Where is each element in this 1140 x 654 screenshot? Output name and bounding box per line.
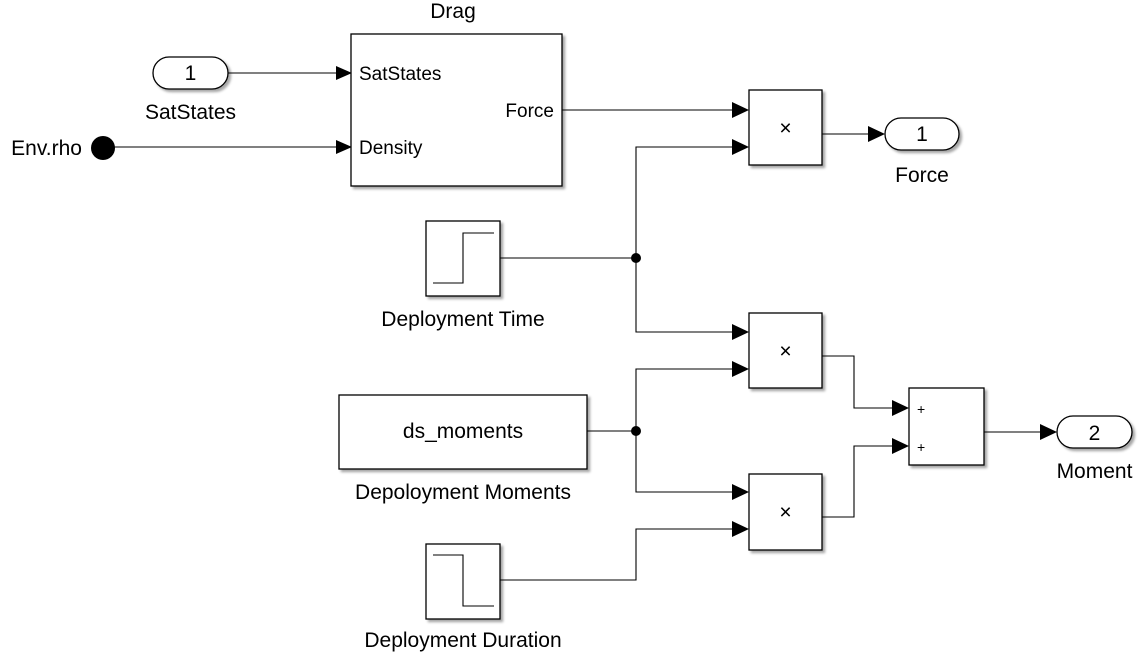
step-time-label: Deployment Time: [381, 308, 544, 331]
arrow-icon: [732, 361, 749, 377]
drag-subsystem[interactable]: Drag SatStates Density Force: [350, 0, 563, 187]
drag-block[interactable]: [350, 33, 563, 187]
outport-moment-number: 2: [1089, 422, 1101, 445]
sum-block-moment[interactable]: + +: [908, 387, 985, 466]
outport-moment-label: Moment: [1057, 460, 1133, 483]
step-duration-label: Deployment Duration: [364, 629, 561, 652]
arrow-icon: [1040, 424, 1057, 440]
constant-block[interactable]: [338, 394, 588, 470]
branch-point: [631, 253, 641, 263]
arrow-icon: [732, 324, 749, 340]
product-block-moment-1[interactable]: ×: [748, 312, 823, 389]
env-rho-dot[interactable]: [91, 136, 115, 160]
drag-port-satstates: SatStates: [359, 64, 441, 85]
inport-label: SatStates: [145, 101, 236, 124]
inport-satstates[interactable]: 1 SatStates: [145, 56, 236, 124]
wire-time-to-product2[interactable]: [635, 258, 734, 333]
inport-number: 1: [185, 62, 197, 85]
wire-product3-to-sum[interactable]: [822, 445, 894, 518]
sum-sign-plus-2: +: [917, 439, 925, 455]
arrow-icon: [892, 438, 909, 454]
product-block-moment-2[interactable]: ×: [748, 473, 823, 551]
arrow-icon: [732, 484, 749, 500]
wire-product2-to-sum[interactable]: [822, 355, 894, 409]
constant-ds-moments[interactable]: ds_moments Depoloyment Moments: [338, 394, 588, 504]
multiply-icon: ×: [779, 117, 791, 140]
env-rho-source[interactable]: Env.rho: [11, 136, 115, 160]
drag-title: Drag: [430, 0, 476, 23]
inport-shape[interactable]: [152, 56, 229, 90]
arrow-icon: [336, 66, 352, 80]
arrow-icon: [732, 139, 749, 155]
multiply-icon: ×: [779, 340, 791, 363]
constant-label: Depoloyment Moments: [355, 481, 571, 504]
wire-time-to-product1[interactable]: [635, 146, 734, 258]
multiply-icon: ×: [779, 501, 791, 524]
outport-shape[interactable]: [884, 117, 960, 151]
arrow-icon: [732, 521, 749, 537]
drag-port-density: Density: [359, 138, 423, 159]
step-deployment-duration[interactable]: Deployment Duration: [364, 543, 562, 652]
step-deployment-time[interactable]: Deployment Time: [381, 220, 545, 331]
product-block[interactable]: [748, 473, 823, 551]
arrow-icon: [868, 126, 885, 142]
drag-port-force: Force: [505, 101, 554, 122]
arrow-icon: [892, 400, 909, 416]
constant-value: ds_moments: [403, 420, 523, 443]
step-down-icon: [433, 554, 494, 607]
product-block-force[interactable]: ×: [748, 89, 823, 166]
signal-lines: [104, 66, 1057, 581]
sum-block[interactable]: [908, 387, 985, 466]
arrow-icon: [336, 140, 352, 154]
outport-shape[interactable]: [1056, 415, 1133, 449]
outport-force-number: 1: [916, 123, 928, 146]
outport-moment[interactable]: 2 Moment: [1056, 415, 1133, 483]
outport-force[interactable]: 1 Force: [884, 117, 960, 187]
product-block[interactable]: [748, 89, 823, 166]
wire-moments-to-product2[interactable]: [635, 368, 734, 431]
wire-moments-to-product3[interactable]: [635, 431, 734, 493]
branch-point: [631, 426, 641, 436]
outport-force-label: Force: [895, 164, 949, 187]
arrow-icon: [732, 102, 749, 118]
sum-sign-plus-1: +: [917, 401, 925, 417]
env-rho-label: Env.rho: [11, 137, 82, 160]
product-block[interactable]: [748, 312, 823, 389]
wire-deploy-duration[interactable]: [500, 528, 734, 581]
step-up-icon: [433, 232, 494, 284]
